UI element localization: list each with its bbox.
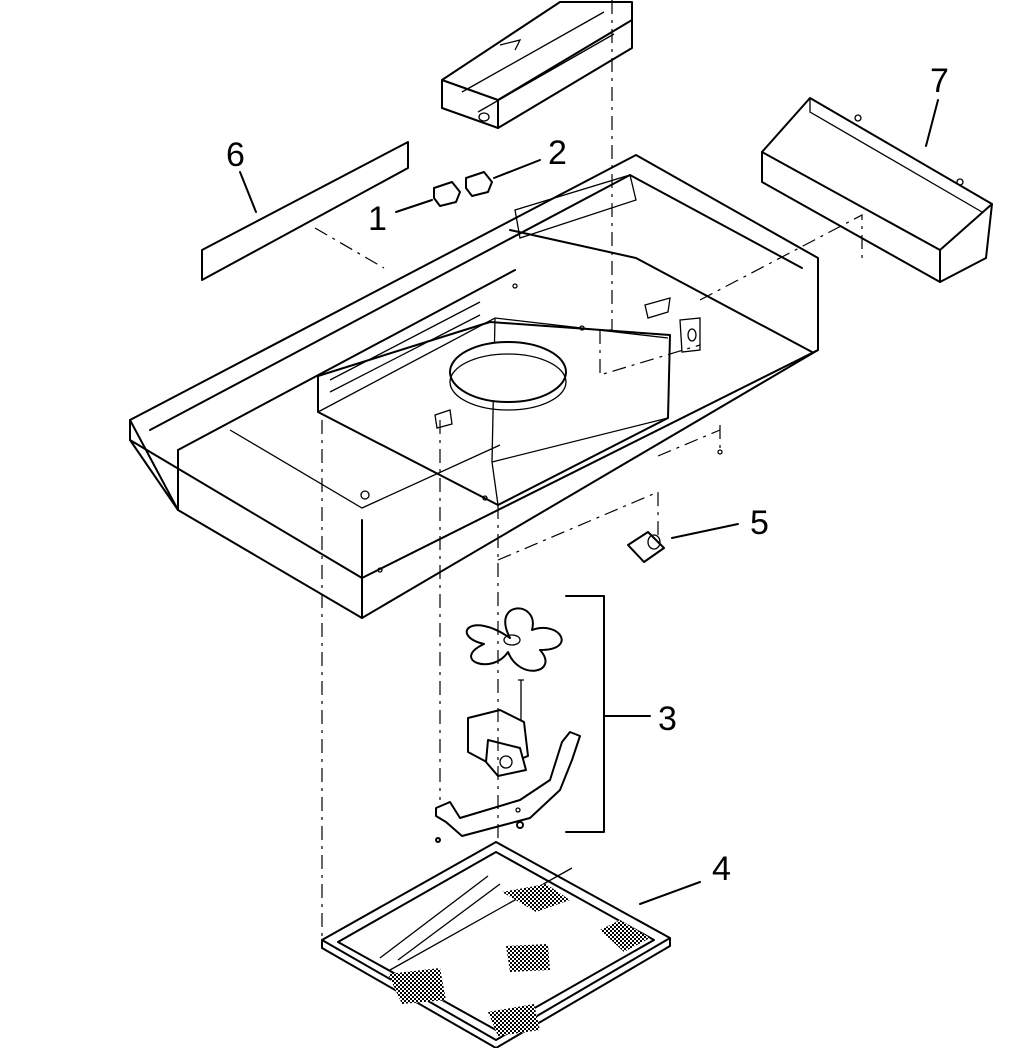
bracket-left [433,181,461,207]
callout-1: 1 [368,200,387,238]
rear-cover [761,97,993,283]
callout-labels: 1 2 3 4 5 6 7 [226,62,949,888]
assembly-dash-lines [314,0,863,940]
bracket-right [465,171,493,197]
range-hood-body [129,154,819,619]
lamp-socket [627,531,665,563]
callout-7: 7 [930,62,949,100]
top-duct-box [441,1,633,129]
callout-3: 3 [658,700,677,738]
callout-5: 5 [750,504,769,542]
grease-filter [321,841,671,1048]
trim-strip [201,141,409,281]
fan-motor-assembly [435,607,581,843]
leader-lines [239,99,939,905]
callout-6: 6 [226,136,245,174]
callout-4: 4 [712,850,731,888]
callout-2: 2 [548,134,567,172]
